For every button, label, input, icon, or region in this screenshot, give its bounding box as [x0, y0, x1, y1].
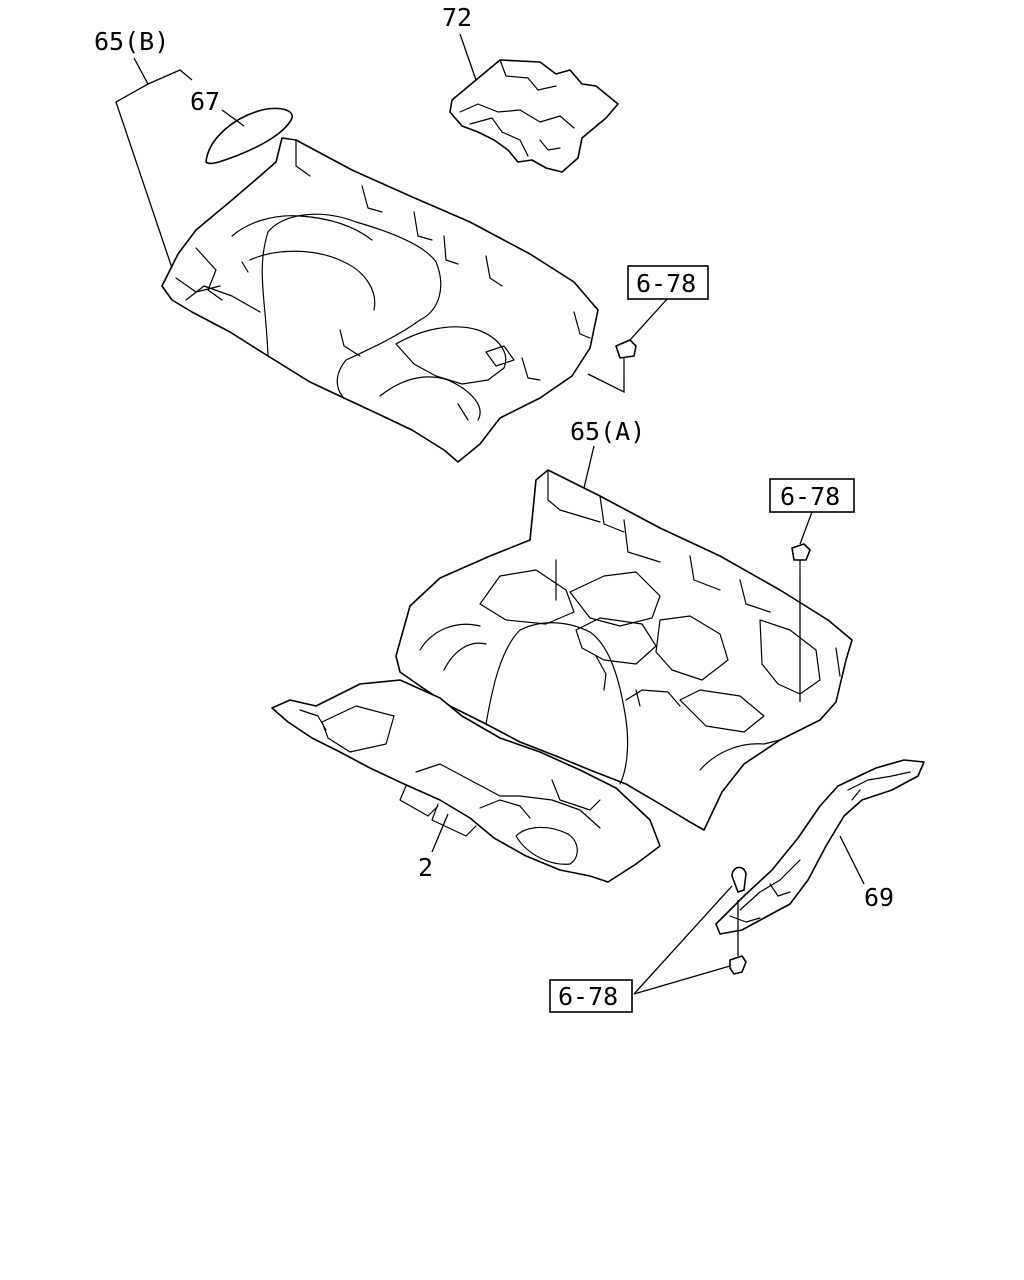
clip-middle-icon: [791, 543, 811, 577]
leader-lines: [115, 33, 865, 995]
ref-middle-text: 6-78: [780, 482, 840, 511]
ref-box-middle[interactable]: [769, 478, 855, 513]
ref-upper-text: 6-78: [636, 269, 696, 298]
part-65b-rear-carpet[interactable]: [161, 137, 599, 463]
part-2-insulator[interactable]: [271, 679, 661, 883]
label-2: 2: [418, 853, 433, 882]
clip-upper-icon: [615, 339, 637, 379]
clip-lower-screw-icon: [731, 866, 747, 893]
label-69: 69: [864, 883, 894, 912]
part-72-insulator[interactable]: [449, 59, 619, 173]
label-67: 67: [190, 87, 220, 116]
part-69-rail[interactable]: [715, 759, 925, 935]
clip-lower-push-icon: [729, 955, 747, 975]
ref-box-lower[interactable]: [549, 979, 633, 1013]
label-65b: 65(B): [94, 27, 169, 56]
ref-lower-text: 6-78: [558, 982, 618, 1011]
label-72: 72: [442, 3, 472, 32]
part-65a-front-carpet[interactable]: [395, 469, 853, 831]
part-67-pad[interactable]: [205, 107, 293, 165]
ref-box-upper[interactable]: [627, 265, 709, 300]
label-65a: 65(A): [570, 417, 645, 446]
